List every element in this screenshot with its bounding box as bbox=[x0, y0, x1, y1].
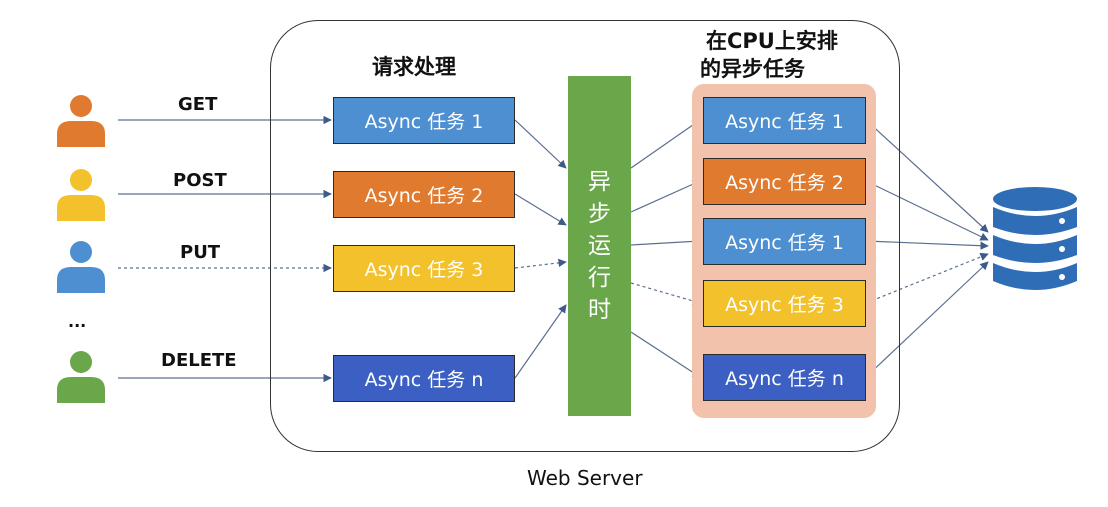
user-icon bbox=[57, 351, 105, 403]
cpu-task-3: Async 任务 1 bbox=[703, 218, 866, 265]
arrow-cpu4-db bbox=[865, 252, 989, 304]
arrow-runtime-cpu2 bbox=[630, 180, 701, 213]
arrow-runtime-cpu1 bbox=[630, 119, 701, 169]
more-users-ellipsis: ... bbox=[68, 312, 87, 331]
user-icon bbox=[57, 95, 105, 147]
async-runtime-label: 异步运行时 bbox=[588, 169, 611, 323]
arrow-cpu2-db bbox=[865, 180, 989, 241]
arrow-runtime-cpu5 bbox=[630, 331, 701, 378]
arrow-req2-runtime bbox=[514, 193, 567, 226]
request-task-1: Async 任务 1 bbox=[333, 97, 515, 144]
arrow-req3-runtime bbox=[514, 258, 567, 269]
cpu-task-2: Async 任务 2 bbox=[703, 158, 866, 205]
request-task-n: Async 任务 n bbox=[333, 355, 515, 402]
web-server-label: Web Server bbox=[527, 466, 643, 490]
arrow-cpu1-db bbox=[865, 119, 989, 233]
arrow-req1-runtime bbox=[514, 119, 567, 169]
method-label-post: POST bbox=[173, 170, 227, 191]
cpu-task-1: Async 任务 1 bbox=[703, 97, 866, 144]
method-label-get: GET bbox=[178, 94, 218, 115]
cpu-task-4: Async 任务 3 bbox=[703, 280, 866, 327]
arrow-runtime-cpu3 bbox=[630, 237, 701, 246]
cpu-tasks-title-line1: 在CPU上安排 bbox=[706, 29, 838, 53]
request-processing-title: 请求处理 bbox=[372, 55, 456, 79]
cpu-tasks-title-line2: 的异步任务 bbox=[700, 57, 805, 81]
user-icon bbox=[57, 169, 105, 221]
request-task-3: Async 任务 3 bbox=[333, 245, 515, 292]
request-task-2: Async 任务 2 bbox=[333, 171, 515, 218]
database-icon bbox=[993, 187, 1077, 290]
web-server-boundary bbox=[270, 20, 900, 452]
arrow-cpu3-db bbox=[865, 240, 989, 250]
method-label-put: PUT bbox=[180, 242, 221, 263]
arrow-reqn-runtime bbox=[514, 304, 567, 379]
async-runtime: 异步运行时 bbox=[568, 76, 631, 416]
cpu-task-5: Async 任务 n bbox=[703, 354, 866, 401]
method-label-delete: DELETE bbox=[161, 350, 237, 371]
user-icon bbox=[57, 241, 105, 293]
arrow-cpu5-db bbox=[865, 261, 989, 378]
